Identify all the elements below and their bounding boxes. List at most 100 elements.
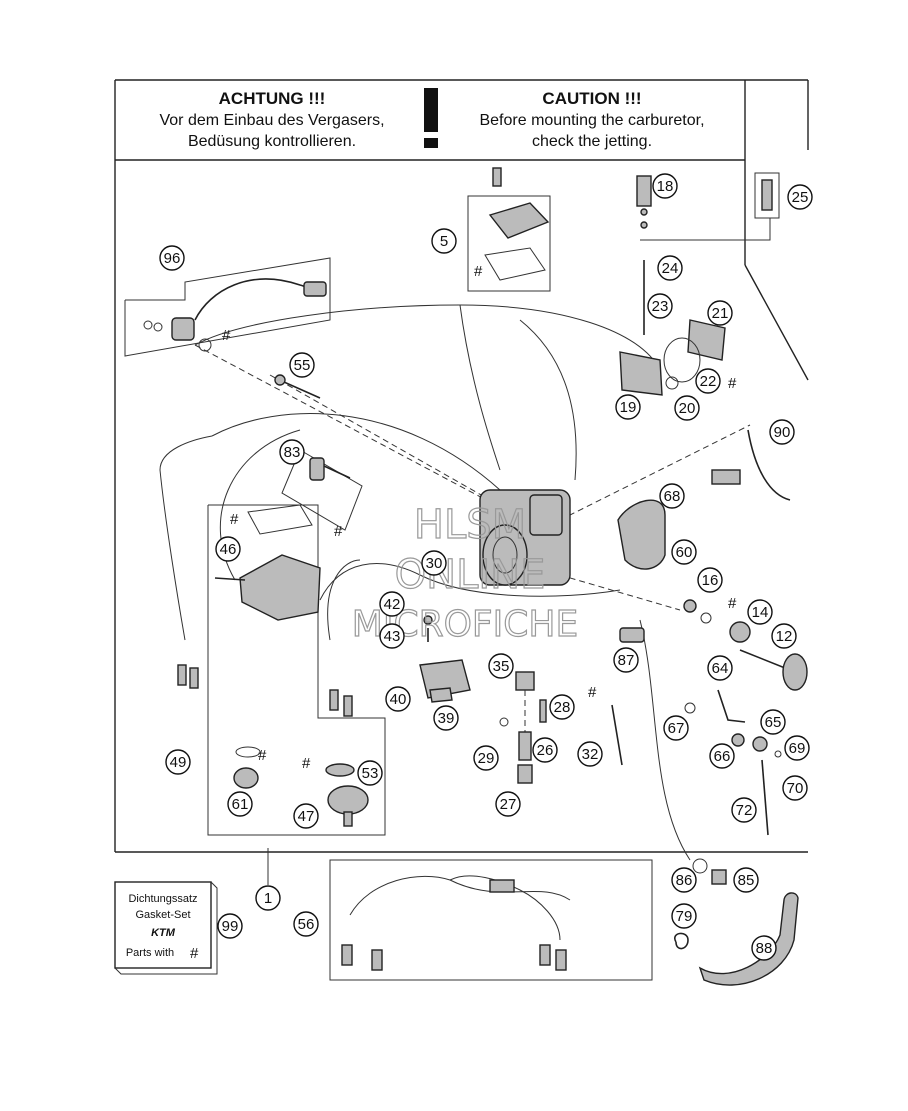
callout-69: 69 (784, 735, 810, 761)
callout-label: 88 (756, 940, 773, 957)
callout-68: 68 (659, 483, 685, 509)
callout-label: 72 (736, 802, 753, 819)
callout-30: 30 (421, 550, 447, 576)
callout-label: 43 (384, 628, 401, 645)
callout-49: 49 (165, 749, 191, 775)
callout-label: 32 (582, 746, 599, 763)
callout-label: 30 (426, 555, 443, 572)
subassembly-frames (114, 172, 780, 981)
warning-en-line2: check the jetting. (532, 133, 652, 150)
callout-label: 24 (662, 260, 679, 277)
callout-circle (731, 797, 757, 823)
callout-label: 87 (618, 652, 635, 669)
callout-65: 65 (760, 709, 786, 735)
callout-label: 55 (294, 357, 311, 374)
callout-label: 12 (776, 628, 793, 645)
callout-42: 42 (379, 591, 405, 617)
gasket-box-line3: Parts with (126, 947, 174, 959)
callout-28: 28 (549, 694, 575, 720)
callout-label: 56 (298, 916, 315, 933)
callout-87: 87 (613, 647, 639, 673)
callout-label: 26 (537, 742, 554, 759)
callout-label: 5 (440, 233, 448, 250)
callout-12: 12 (771, 623, 797, 649)
callout-circle (421, 550, 447, 576)
callout-circle (488, 653, 514, 679)
callout-circle (433, 705, 459, 731)
callout-88: 88 (751, 935, 777, 961)
exclamation-icon (424, 88, 438, 148)
callout-96: 96 (159, 245, 185, 271)
callout-circle (652, 173, 678, 199)
callout-label: 61 (232, 796, 249, 813)
callout-circle (707, 300, 733, 326)
warning-en-line1: Before mounting the carburetor, (479, 112, 704, 129)
callout-circle (385, 686, 411, 712)
callout-1: 1 (255, 885, 281, 911)
callout-label: 67 (668, 720, 685, 737)
callout-circle (663, 715, 689, 741)
callout-label: 21 (712, 305, 729, 322)
callout-circle (674, 395, 700, 421)
callout-label: 70 (787, 780, 804, 797)
callout-label: 35 (493, 658, 510, 675)
callout-90: 90 (769, 419, 795, 445)
warning-de-line1: Vor dem Einbau des Vergasers, (159, 112, 384, 129)
callout-19: 19 (615, 394, 641, 420)
callout-circle (473, 745, 499, 771)
callout-circle (495, 791, 521, 817)
callout-circle (671, 867, 697, 893)
callout-61: 61 (227, 791, 253, 817)
hash-mark: # (334, 523, 343, 540)
callout-5: 5 (431, 228, 457, 254)
callout-label: 18 (657, 178, 674, 195)
callout-56: 56 (293, 911, 319, 937)
callout-circle (647, 293, 673, 319)
callout-circle (255, 885, 281, 911)
hash-mark: # (258, 747, 267, 764)
callout-label: 46 (220, 541, 237, 558)
callout-circle (747, 599, 773, 625)
callout-label: 39 (438, 710, 455, 727)
callout-label: 85 (738, 872, 755, 889)
callout-circle (293, 803, 319, 829)
callout-label: 19 (620, 399, 637, 416)
callout-39: 39 (433, 705, 459, 731)
callout-circle (760, 709, 786, 735)
callout-32: 32 (577, 741, 603, 767)
callout-circle (733, 867, 759, 893)
gasket-hash-marks: # # # # # # # # # (222, 263, 737, 772)
warning-banner: ACHTUNG !!! Vor dem Einbau des Vergasers… (159, 88, 705, 150)
diagram-frame (114, 79, 809, 853)
callout-83: 83 (279, 439, 305, 465)
callout-label: 42 (384, 596, 401, 613)
ktm-logo-icon: KTM (151, 927, 176, 939)
callout-circle (289, 352, 315, 378)
callout-18: 18 (652, 173, 678, 199)
callout-circle (279, 439, 305, 465)
callout-label: 28 (554, 699, 571, 716)
hash-mark: # (222, 327, 231, 344)
callout-circle (159, 245, 185, 271)
callout-circle (695, 368, 721, 394)
callout-circle (659, 483, 685, 509)
callout-circle (697, 567, 723, 593)
callout-67: 67 (663, 715, 689, 741)
callout-label: 1 (264, 890, 272, 907)
callout-circle (657, 255, 683, 281)
callout-label: 49 (170, 754, 187, 771)
callout-53: 53 (357, 760, 383, 786)
callout-label: 47 (298, 808, 315, 825)
hash-mark: # (230, 511, 239, 528)
callout-label: 65 (765, 714, 782, 731)
warning-en-title: CAUTION !!! (542, 89, 641, 108)
callout-label: 23 (652, 298, 669, 315)
callout-85: 85 (733, 867, 759, 893)
callout-22: 22 (695, 368, 721, 394)
callout-circle (771, 623, 797, 649)
callout-label: 66 (714, 748, 731, 765)
hash-mark: # (728, 375, 737, 392)
callout-circle (787, 184, 813, 210)
